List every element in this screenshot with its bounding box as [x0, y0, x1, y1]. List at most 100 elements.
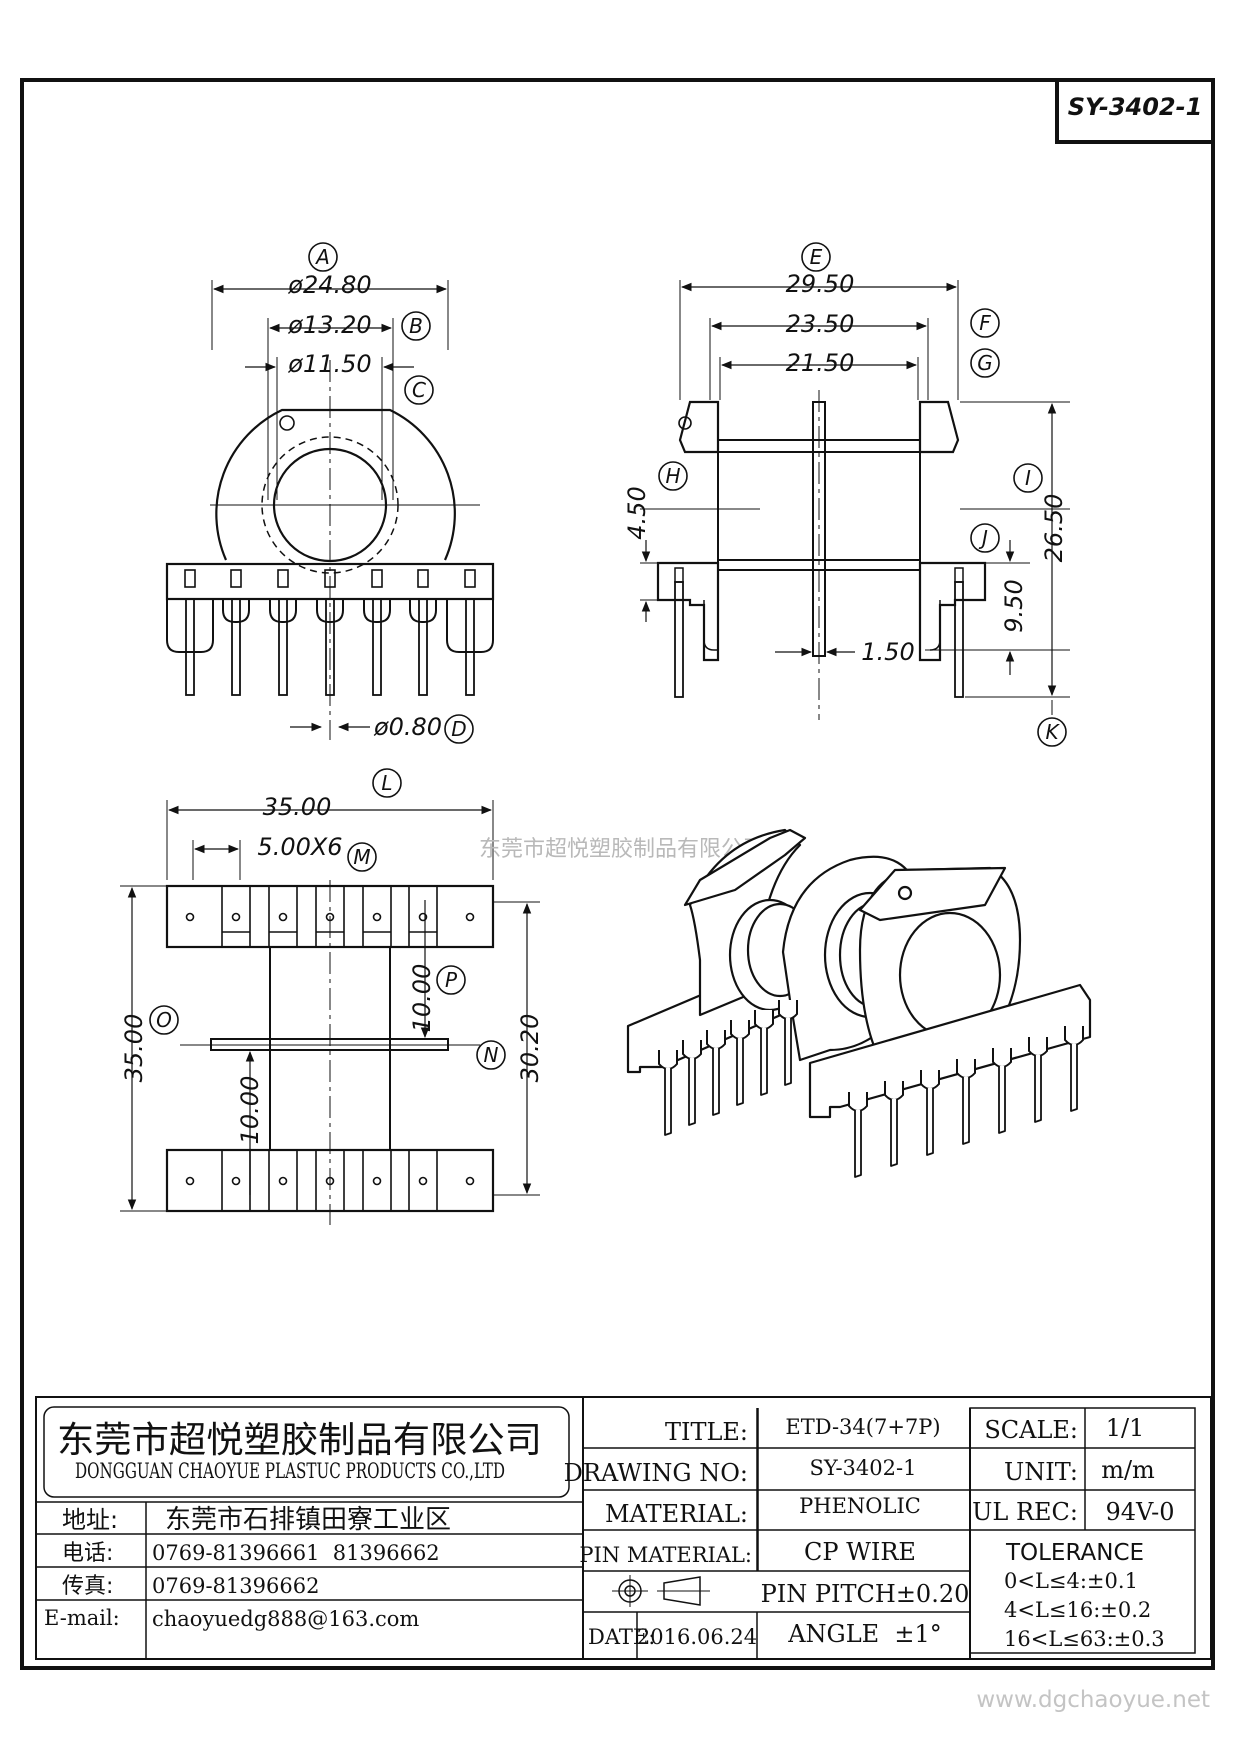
isometric-view [626, 828, 1092, 1178]
footer-url: www.dgchaoyue.net [976, 1687, 1210, 1713]
svg-text:O: O [156, 1008, 172, 1032]
unit-value: m/m [1101, 1456, 1155, 1484]
svg-text:P: P [445, 968, 458, 992]
material-value: PHENOLIC [799, 1494, 921, 1518]
front-view [165, 280, 495, 740]
dim-a-value: ø24.80 [287, 271, 371, 299]
tag-k: K [1037, 717, 1067, 747]
tag-i: I [1013, 463, 1043, 493]
tag-o: O [149, 1005, 179, 1035]
bottom-view [120, 800, 540, 1225]
dim-o-value: 35.00 [120, 1014, 148, 1083]
dim-b-value: ø13.20 [287, 311, 371, 339]
front-pin [409, 569, 437, 696]
iso-pin [730, 1020, 750, 1106]
iso-pin [754, 1010, 774, 1096]
rail-pad [221, 885, 251, 948]
svg-text:F: F [979, 311, 991, 335]
dim-i-value: 26.50 [1040, 494, 1068, 563]
rail-pad [465, 912, 475, 922]
tag-p: P [436, 965, 466, 995]
tag-c: C [404, 375, 434, 405]
front-pin [446, 569, 494, 696]
title-label: TITLE: [665, 1418, 748, 1446]
rail-pad [362, 885, 392, 948]
iso-pin [848, 1092, 868, 1178]
tag-a: A [308, 242, 338, 272]
svg-text:C: C [412, 378, 426, 402]
svg-text:H: H [665, 464, 680, 488]
pin-material-label: PIN MATERIAL: [579, 1543, 752, 1567]
scale-label: SCALE: [984, 1416, 1078, 1444]
dim-c-value: ø11.50 [287, 350, 371, 378]
title-value: ETD-34(7+7P) [785, 1415, 940, 1439]
front-pin [269, 569, 297, 696]
phone-value: 0769-81396661 81396662 [152, 1541, 440, 1565]
iso-pin [1028, 1037, 1048, 1123]
svg-text:D: D [451, 717, 466, 741]
sheet-border [20, 78, 1215, 1670]
front-pin [222, 569, 250, 696]
tolerance-row-1: 0<L≤4:±0.1 [1004, 1569, 1138, 1593]
ul-value: 94V-0 [1105, 1498, 1174, 1526]
dim-p-value: 10.00 [408, 964, 436, 1033]
watermark-text: 东莞市超悦塑胶制品有限公司 [479, 837, 765, 862]
svg-text:J: J [978, 526, 988, 550]
phone-label: 电话: [62, 1541, 113, 1566]
tag-j: J [970, 523, 1000, 553]
email-value: chaoyuedg888@163.com [152, 1607, 419, 1631]
rail-pad [268, 1149, 298, 1212]
company-name-cn: 东莞市超悦塑胶制品有限公司 [57, 1420, 542, 1461]
angle: ANGLE ±1° [787, 1620, 942, 1648]
rail-pad [221, 1149, 251, 1212]
svg-text:A: A [314, 245, 330, 269]
front-pin [316, 569, 344, 696]
front-pin [363, 569, 391, 696]
iso-pin [682, 1040, 702, 1126]
tag-g: G [970, 348, 1000, 378]
dim-e-value: 29.50 [786, 270, 855, 298]
scale-value: 1/1 [1106, 1414, 1145, 1442]
dim-h-value: 4.50 [623, 486, 651, 539]
svg-text:K: K [1045, 720, 1060, 744]
pin-material-value: CP WIRE [804, 1538, 916, 1566]
iso-pin [956, 1059, 976, 1145]
svg-text:N: N [484, 1043, 499, 1067]
drawing-no-value: SY-3402-1 [810, 1456, 917, 1480]
front-pin [166, 569, 214, 696]
svg-text:E: E [810, 245, 823, 269]
tolerance-row-3: 16<L≤63:±0.3 [1004, 1627, 1165, 1651]
drawing-code: SY-3402-1 [1068, 93, 1203, 121]
tag-h: H [658, 461, 688, 491]
iso-pin [992, 1048, 1012, 1134]
iso-pin [1064, 1026, 1084, 1112]
svg-text:B: B [409, 314, 423, 338]
tag-f: F [970, 308, 1000, 338]
date-label: DATE: [588, 1625, 655, 1649]
dim-j-value: 9.50 [1000, 579, 1028, 632]
rail-pad [185, 912, 195, 922]
tolerance-label: TOLERANCE [1005, 1540, 1144, 1566]
dim-pin-value: 1.50 [861, 638, 914, 666]
tolerance-row-2: 4<L≤16:±0.2 [1004, 1598, 1151, 1622]
address-value: 东莞市石排镇田寮工业区 [165, 1505, 451, 1535]
svg-text:I: I [1025, 466, 1031, 490]
svg-text:L: L [381, 771, 392, 795]
dim-lower-value: 10.00 [236, 1076, 264, 1145]
iso-pin [920, 1070, 940, 1156]
rail-pad [185, 1176, 195, 1186]
dim-n-value: 30.20 [516, 1014, 544, 1083]
iso-pin [658, 1050, 678, 1136]
dim-g-value: 21.50 [786, 349, 855, 377]
iso-pin [884, 1081, 904, 1167]
iso-pin [778, 1000, 798, 1086]
dim-m-value: 5.00X6 [257, 833, 342, 861]
fax-value: 0769-81396662 [152, 1574, 319, 1598]
material-label: MATERIAL: [605, 1500, 748, 1528]
unit-label: UNIT: [1004, 1458, 1078, 1486]
ul-label: UL REC: [972, 1498, 1078, 1526]
tag-d: D [444, 714, 474, 744]
tag-e: E [801, 242, 831, 272]
drawing-no-label: DRAWING NO: [564, 1459, 748, 1487]
